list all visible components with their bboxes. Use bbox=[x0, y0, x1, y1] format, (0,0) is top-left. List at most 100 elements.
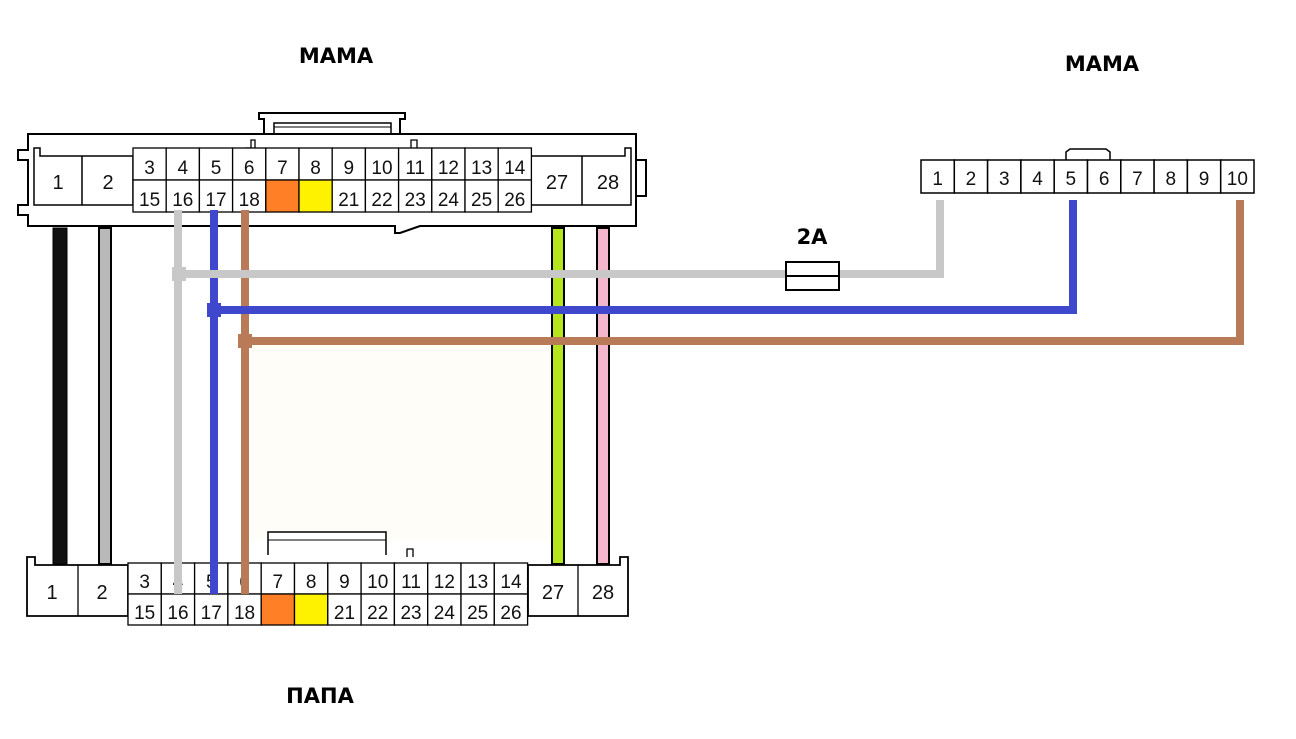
top-pin-6: 6 bbox=[244, 158, 255, 179]
bottom-cell bbox=[427, 593, 462, 626]
top-pin-10: 10 bbox=[371, 158, 392, 179]
wire-pin16-gray-branch bbox=[178, 200, 944, 278]
top-cell bbox=[132, 147, 167, 181]
bottom-cell bbox=[493, 562, 529, 595]
bottom-pin-3: 3 bbox=[139, 572, 150, 593]
top-cell bbox=[331, 179, 367, 213]
wire-pin1-black bbox=[52, 227, 68, 565]
right-pin-2: 2 bbox=[966, 169, 977, 190]
top-pin-24: 24 bbox=[438, 190, 460, 211]
top-pin-2: 2 bbox=[102, 172, 113, 194]
top-cell bbox=[397, 147, 433, 181]
bottom-pin-17: 17 bbox=[201, 603, 222, 624]
bottom-pin-13: 13 bbox=[467, 572, 488, 593]
bottom-pin-12: 12 bbox=[434, 572, 455, 593]
top-pin-14: 14 bbox=[504, 158, 526, 179]
top-pin-27: 27 bbox=[546, 172, 568, 194]
top-connector-title: МАМА bbox=[299, 44, 374, 68]
top-pin-5: 5 bbox=[211, 158, 222, 179]
bottom-pin-15: 15 bbox=[134, 603, 155, 624]
bottom-connector: 1 2 27 28 345678910111213141516171821222… bbox=[26, 531, 629, 626]
right-pin-4: 4 bbox=[1032, 169, 1043, 190]
wires-overlay bbox=[174, 556, 249, 594]
fuse-label: 2A bbox=[797, 225, 829, 249]
top-cell bbox=[397, 179, 433, 213]
bottom-cell bbox=[260, 593, 296, 626]
top-pin-17: 17 bbox=[205, 190, 226, 211]
bottom-cell bbox=[360, 562, 396, 595]
top-pin-21: 21 bbox=[338, 190, 359, 211]
top-pin-13: 13 bbox=[471, 158, 492, 179]
top-cell bbox=[231, 179, 267, 213]
top-pin-9: 9 bbox=[344, 158, 355, 179]
junction-pin17 bbox=[207, 303, 221, 317]
top-pin-25: 25 bbox=[471, 190, 492, 211]
wire-pin18-brown-branch bbox=[245, 200, 1244, 345]
bottom-pin-1: 1 bbox=[46, 582, 57, 604]
right-cell bbox=[1086, 159, 1122, 194]
top-pin-18: 18 bbox=[239, 190, 260, 211]
top-cell bbox=[298, 179, 333, 213]
right-pin-10: 10 bbox=[1227, 169, 1248, 190]
bottom-pin-22: 22 bbox=[367, 603, 388, 624]
bottom-cell bbox=[360, 593, 396, 626]
top-pin-3: 3 bbox=[144, 158, 155, 179]
background-panel bbox=[250, 340, 560, 540]
right-pin-7: 7 bbox=[1132, 169, 1143, 190]
bottom-pin-23: 23 bbox=[400, 603, 421, 624]
bottom-pin-7: 7 bbox=[273, 572, 284, 593]
right-cell bbox=[920, 159, 956, 194]
bottom-pin-8: 8 bbox=[306, 572, 317, 593]
top-cell bbox=[231, 147, 267, 181]
bottom-cell bbox=[227, 593, 262, 626]
right-pin-9: 9 bbox=[1199, 169, 1210, 190]
bottom-cell bbox=[393, 593, 429, 626]
bottom-pin-25: 25 bbox=[467, 603, 488, 624]
top-pin-12: 12 bbox=[438, 158, 459, 179]
top-pin-7: 7 bbox=[277, 158, 288, 179]
bottom-pin-2: 2 bbox=[96, 582, 107, 604]
right-cell bbox=[1020, 159, 1055, 194]
junction-pin18 bbox=[238, 334, 252, 348]
right-cell bbox=[1053, 159, 1089, 194]
top-cell bbox=[497, 179, 533, 213]
bottom-pin-27: 27 bbox=[542, 582, 564, 604]
bottom-pin-9: 9 bbox=[339, 572, 350, 593]
bottom-pin-18: 18 bbox=[234, 603, 255, 624]
bottom-pin-14: 14 bbox=[500, 572, 522, 593]
top-pin-8: 8 bbox=[310, 158, 321, 179]
top-pin-16: 16 bbox=[172, 190, 193, 211]
bottom-connector-latch bbox=[267, 531, 387, 555]
top-pin-1: 1 bbox=[52, 172, 63, 194]
right-cell bbox=[986, 159, 1022, 194]
bottom-pin-10: 10 bbox=[367, 572, 388, 593]
bottom-cell bbox=[193, 593, 229, 626]
bottom-cell bbox=[493, 593, 529, 626]
bottom-pin-16: 16 bbox=[167, 603, 188, 624]
wire-pin27-green bbox=[551, 227, 565, 565]
wires: 2A bbox=[52, 200, 1244, 594]
right-pin-5: 5 bbox=[1066, 169, 1077, 190]
wire-pin17-blue-branch bbox=[214, 200, 1077, 314]
right-connector-latch bbox=[1065, 148, 1111, 160]
bottom-pin-21: 21 bbox=[334, 603, 355, 624]
top-cell bbox=[497, 147, 533, 181]
junction-pin16 bbox=[172, 267, 186, 281]
top-pin-11: 11 bbox=[405, 158, 425, 179]
bottom-pin-11: 11 bbox=[401, 572, 421, 593]
top-pin-28: 28 bbox=[597, 172, 619, 194]
right-cell bbox=[1219, 159, 1255, 194]
top-cell bbox=[364, 147, 400, 181]
top-cell bbox=[431, 147, 466, 181]
right-connector-title: МАМА bbox=[1065, 52, 1140, 76]
top-cell bbox=[265, 179, 300, 213]
wire-pin2-gray bbox=[98, 227, 112, 565]
top-pin-23: 23 bbox=[405, 190, 426, 211]
fuse: 2A bbox=[785, 225, 840, 291]
right-pin-8: 8 bbox=[1165, 169, 1176, 190]
